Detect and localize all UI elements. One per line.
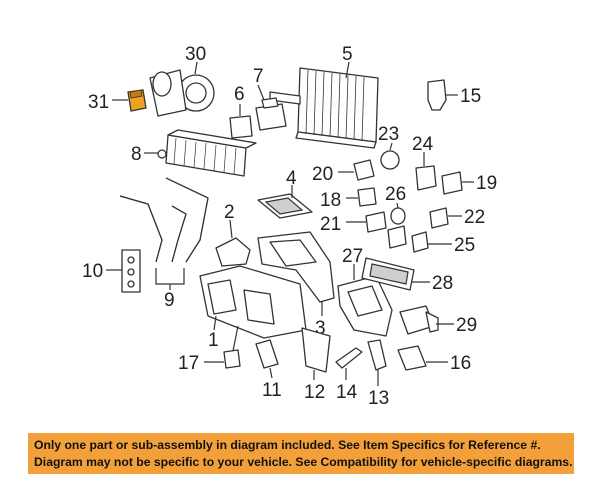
part-28: 28 [361, 257, 453, 294]
callout-21: 21 [320, 214, 341, 235]
part-25: 25 [387, 225, 475, 256]
part-26: 26 [385, 184, 406, 225]
part-10: 10 [82, 249, 141, 293]
callout-3: 3 [315, 318, 326, 339]
part-18: 18 [320, 187, 377, 211]
part-6: 6 [229, 84, 253, 139]
callout-9: 9 [164, 290, 175, 311]
part-16: 16 [397, 345, 471, 374]
part-22: 22 [429, 207, 485, 229]
part-20: 20 [312, 159, 375, 185]
callout-5: 5 [342, 44, 353, 65]
callout-17: 17 [178, 353, 199, 374]
callout-10: 10 [82, 261, 103, 282]
callout-25: 25 [454, 235, 475, 256]
part-24: 24 [412, 134, 437, 191]
callout-16: 16 [450, 353, 471, 374]
part-27: 27 [337, 246, 393, 337]
part-1: 1 [199, 265, 307, 351]
callout-19: 19 [476, 173, 497, 194]
callout-30: 30 [185, 44, 206, 65]
part-4: 4 [257, 168, 313, 219]
callout-12: 12 [304, 382, 325, 403]
part-9: 9 [119, 177, 209, 311]
part-5: 5 [269, 44, 379, 149]
part-23: 23 [378, 124, 400, 170]
callout-23: 23 [378, 124, 399, 145]
part-7: 7 [253, 66, 287, 131]
part-19: 19 [441, 171, 497, 195]
parts-diagram: 31 30 5 6 7 15 [82, 44, 497, 409]
disclaimer-banner: Only one part or sub-assembly in diagram… [28, 433, 574, 474]
part-13: 13 [367, 339, 389, 409]
callout-8: 8 [131, 144, 142, 165]
disclaimer-line-1: Only one part or sub-assembly in diagram… [34, 438, 541, 452]
callout-24: 24 [412, 134, 434, 155]
callout-11: 11 [262, 380, 282, 401]
part-3: 3 [257, 231, 335, 339]
callout-29: 29 [456, 315, 477, 336]
callout-15: 15 [460, 86, 481, 107]
callout-28: 28 [432, 273, 453, 294]
callout-4: 4 [286, 168, 297, 189]
part-30: 30 [149, 44, 215, 117]
part-14: 14 [335, 347, 363, 403]
callout-22: 22 [464, 207, 485, 228]
callout-2: 2 [224, 202, 235, 223]
part-29: 29 [399, 305, 477, 336]
part-17: 17 [178, 325, 241, 374]
callout-13: 13 [368, 388, 389, 409]
part-2: 2 [215, 202, 251, 267]
callout-31: 31 [88, 92, 109, 113]
part-21: 21 [320, 211, 387, 235]
part-31[interactable]: 31 [88, 89, 147, 113]
part-12: 12 [301, 327, 331, 403]
part-8: 8 [131, 129, 257, 177]
callout-7: 7 [253, 66, 264, 87]
disclaimer-line-2: Diagram may not be specific to your vehi… [34, 455, 573, 469]
callout-6: 6 [234, 84, 245, 105]
part-11: 11 [255, 339, 282, 401]
part-15: 15 [427, 79, 481, 111]
callout-1: 1 [208, 330, 219, 351]
callout-14: 14 [336, 382, 358, 403]
callout-20: 20 [312, 164, 333, 185]
callout-18: 18 [320, 190, 341, 211]
callout-27: 27 [342, 246, 363, 267]
callout-26: 26 [385, 184, 406, 205]
